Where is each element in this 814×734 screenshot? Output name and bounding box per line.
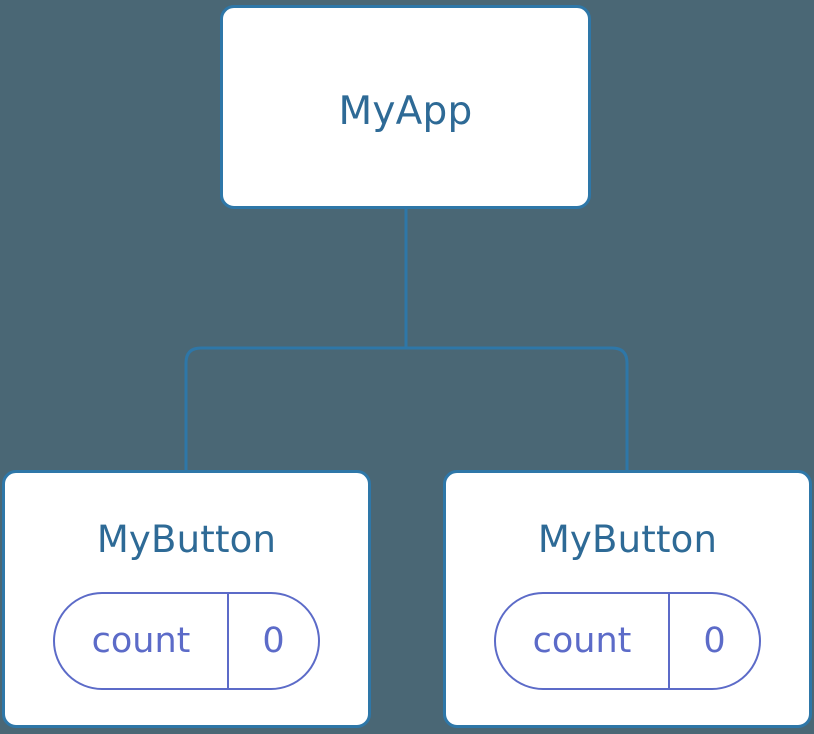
- node-mybutton-0-label: MyButton: [96, 518, 277, 561]
- state-pill-mybutton-1[interactable]: count 0: [494, 592, 761, 690]
- node-myapp[interactable]: [220, 5, 591, 209]
- node-myapp-label: MyApp: [338, 89, 473, 134]
- edge-branch-to-mybutton-1: [406, 346, 629, 470]
- node-mybutton-0[interactable]: [2, 470, 371, 728]
- state-value-mybutton-0: 0: [262, 621, 285, 661]
- state-value-mybutton-1: 0: [703, 621, 726, 661]
- state-key-mybutton-0: count: [55, 594, 229, 688]
- state-pill-mybutton-0[interactable]: count 0: [53, 592, 320, 690]
- node-mybutton-1[interactable]: [443, 470, 812, 728]
- state-key-mybutton-1: count: [496, 594, 670, 688]
- node-mybutton-1-label: MyButton: [537, 518, 718, 561]
- edge-branch-to-mybutton-0: [184, 346, 406, 470]
